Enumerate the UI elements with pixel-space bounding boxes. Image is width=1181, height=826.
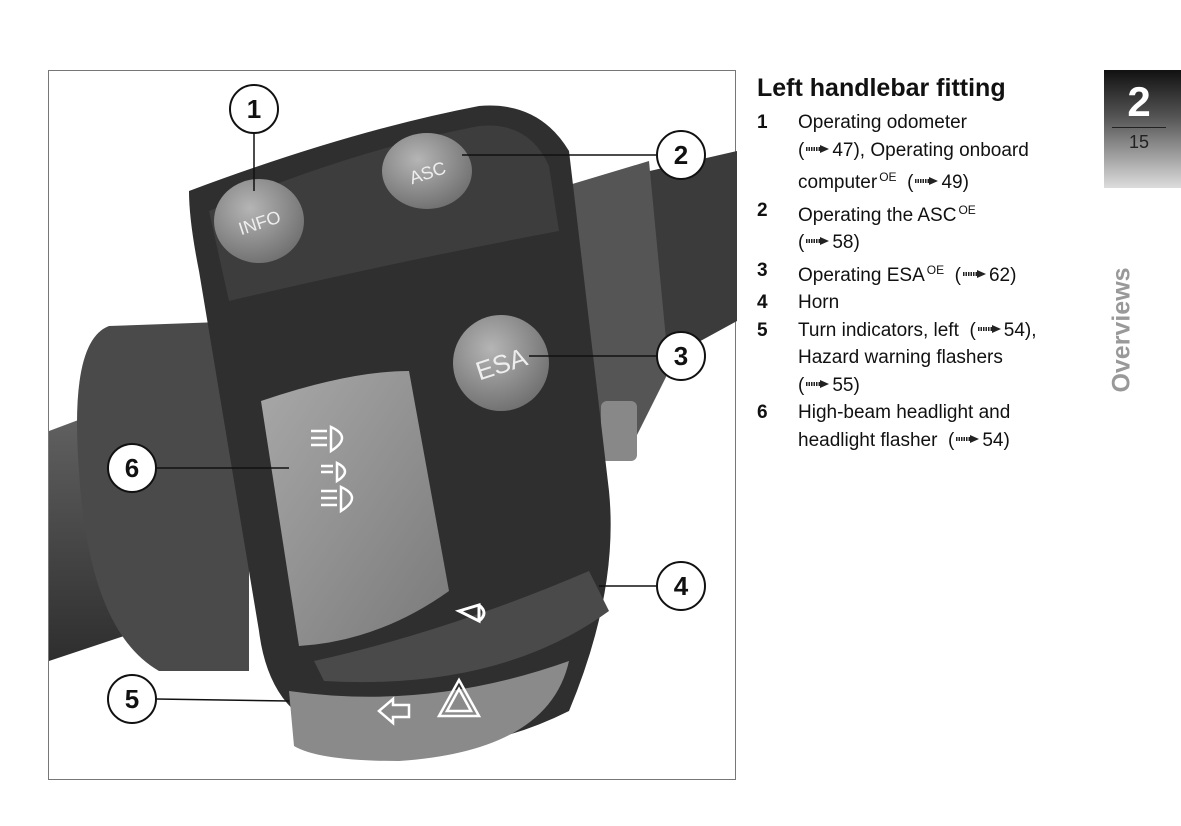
- item-number: 6: [757, 402, 768, 423]
- high-beam-icon: [311, 425, 354, 514]
- callout-6: [107, 443, 157, 493]
- oe-marker: OE: [958, 202, 976, 217]
- section-label: Overviews: [1107, 267, 1136, 393]
- list-item: 6 High-beam headlight and headlight flas…: [757, 399, 1037, 454]
- item-text: Hazard warning flashers: [798, 347, 1003, 368]
- left-arrow-icon: [377, 696, 411, 726]
- handlebar-switch-drawing: INFO ASC ESA: [49, 84, 737, 761]
- page-reference-link[interactable]: (47): [798, 139, 860, 161]
- chapter-number: 2: [1127, 78, 1151, 125]
- item-text: headlight flasher: [798, 429, 938, 451]
- item-number: 1: [757, 112, 768, 133]
- reference-arrow-icon: [806, 237, 830, 245]
- item-text: Turn indicators, left: [798, 319, 959, 341]
- item-number: 5: [757, 319, 768, 341]
- divider: [1112, 127, 1166, 128]
- page-reference-link[interactable]: (49): [907, 172, 969, 193]
- item-text: Operating ESA: [798, 264, 925, 286]
- callout-5-label: 5: [125, 684, 139, 714]
- callout-3-label: 3: [674, 341, 688, 371]
- reference-arrow-icon: [956, 434, 980, 443]
- callout-4: [656, 561, 706, 611]
- oe-marker: OE: [879, 170, 897, 184]
- item-number: 2: [757, 199, 768, 221]
- callout-4-label: 4: [674, 571, 689, 601]
- clamp-bolt-icon: [601, 401, 637, 461]
- info-button-icon: [214, 179, 304, 263]
- asc-button-icon: [382, 133, 472, 209]
- callout-2: [656, 130, 706, 180]
- item-text: Operating the ASC: [798, 204, 957, 226]
- item-number: 4: [757, 292, 768, 313]
- callout-5: [107, 674, 157, 724]
- list-item: 4 Horn: [757, 289, 1037, 317]
- callout-2-label: 2: [674, 140, 688, 170]
- reference-arrow-icon: [962, 269, 987, 278]
- esa-button-icon: [453, 315, 549, 411]
- hazard-triangle-icon: [436, 677, 482, 718]
- list-item: 1 Operating odometer (47), Operating onb…: [757, 109, 1037, 197]
- list-item: 5 Turn indicators, left (54), Hazard war…: [757, 317, 1037, 400]
- turn-indicator-switch: [289, 661, 569, 761]
- item-number: 3: [757, 259, 768, 281]
- reference-arrow-icon: [977, 324, 1002, 333]
- page-reference-link[interactable]: (62): [954, 264, 1017, 286]
- horn-icon: [454, 602, 486, 624]
- item-text: Horn: [798, 292, 840, 313]
- oe-marker: OE: [926, 262, 945, 277]
- callout-1: [229, 84, 279, 134]
- handlebar-illustration: INFO ASC ESA: [48, 70, 737, 780]
- reference-arrow-icon: [806, 144, 830, 153]
- page-reference-link[interactable]: (54): [969, 319, 1032, 341]
- callout-6-label: 6: [125, 453, 139, 483]
- page-reference-link[interactable]: (55): [798, 374, 860, 396]
- horn-button: [314, 571, 609, 683]
- callout-3: [656, 331, 706, 381]
- callout-1-label: 1: [247, 94, 261, 124]
- reference-arrow-icon: [915, 177, 939, 185]
- page-number: 15: [1128, 132, 1150, 152]
- page-reference-link[interactable]: (58): [798, 232, 860, 253]
- reference-arrow-icon: [806, 379, 830, 388]
- item-text: High-beam headlight and: [798, 402, 1011, 423]
- item-text: computer: [798, 172, 878, 193]
- legend-list: 1 Operating odometer (47), Operating onb…: [757, 109, 1037, 454]
- item-text: , Operating onboard: [859, 139, 1029, 161]
- chapter-tab: 2 15: [1104, 70, 1181, 188]
- headlight-switch: [261, 371, 449, 646]
- item-text: Operating odometer: [798, 112, 967, 133]
- page-reference-link[interactable]: (54): [948, 429, 1010, 451]
- page-title: Left handlebar fitting: [757, 74, 1006, 102]
